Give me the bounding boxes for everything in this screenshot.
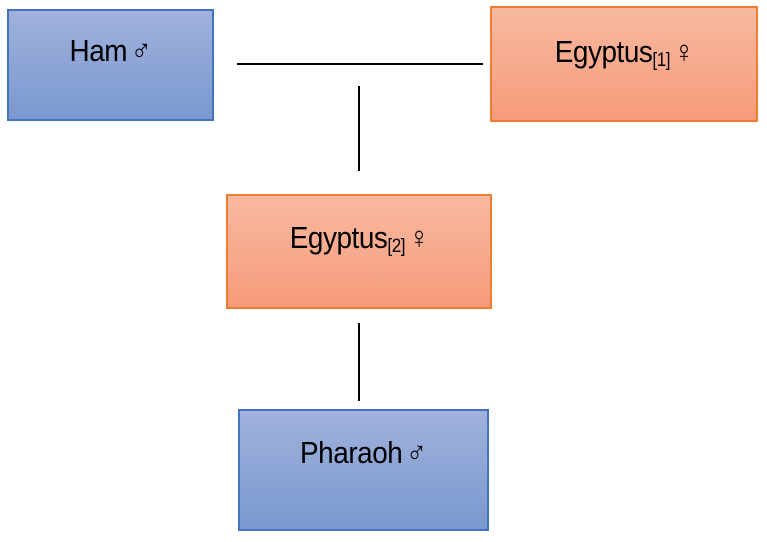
- male-symbol-icon: ♂: [406, 435, 427, 470]
- marriage-line: [237, 63, 483, 65]
- female-symbol-icon: ♀: [673, 34, 694, 69]
- node-egyptus-2: Egyptus[2]♀: [226, 194, 492, 309]
- node-label: Ham♂: [70, 33, 152, 119]
- male-symbol-icon: ♂: [130, 33, 152, 68]
- node-label: Egyptus[1]♀: [554, 34, 694, 120]
- descent-line-1: [358, 86, 360, 171]
- node-name: Egyptus: [554, 34, 652, 69]
- female-symbol-icon: ♀: [408, 220, 429, 255]
- node-index: [2]: [386, 236, 405, 257]
- node-name: Ham: [69, 33, 128, 68]
- node-egyptus-1: Egyptus[1]♀: [490, 6, 758, 122]
- descent-line-2: [358, 323, 360, 401]
- node-name: Pharaoh: [300, 435, 403, 470]
- node-ham: Ham♂: [7, 9, 214, 121]
- node-name: Egyptus: [289, 220, 387, 255]
- node-label: Pharaoh♂: [300, 435, 427, 529]
- node-pharaoh: Pharaoh♂: [238, 409, 489, 531]
- node-index: [1]: [651, 50, 670, 71]
- node-label: Egyptus[2]♀: [289, 220, 429, 307]
